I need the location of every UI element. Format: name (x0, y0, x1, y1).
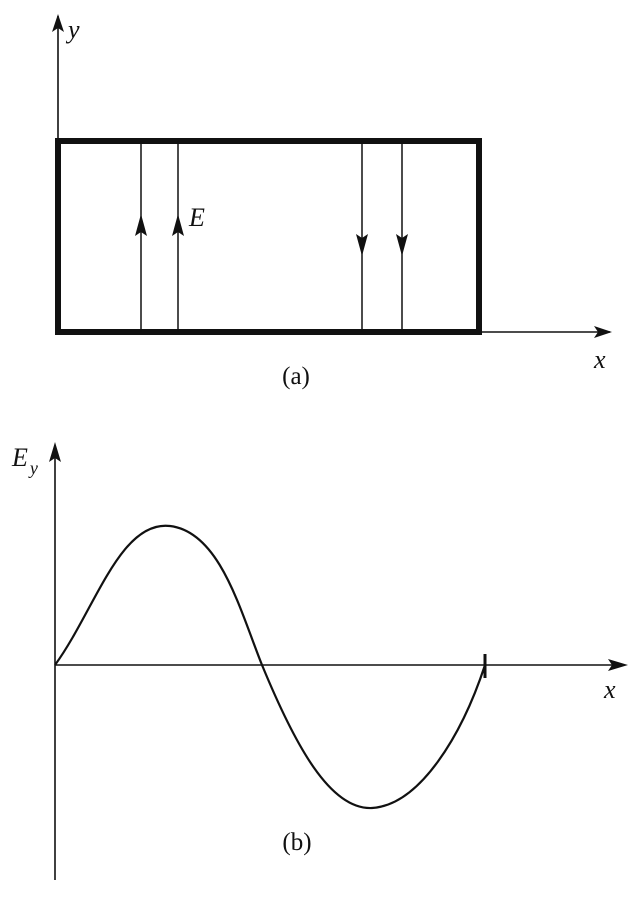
panel-b-x-axis-label: x (603, 675, 616, 704)
panel-b-y-axis-label-sub: y (28, 458, 38, 478)
panel-a-y-axis-label: y (65, 15, 80, 44)
panel-b-caption: (b) (282, 829, 311, 856)
field-arrow-up-1 (135, 214, 147, 236)
panel-a: y x E (a) (52, 14, 612, 390)
panel-b-y-axis-arrowhead (49, 442, 61, 462)
ey-sine-curve (54, 524, 487, 810)
panel-b-x-axis-arrowhead (608, 659, 628, 671)
panel-a-caption: (a) (282, 363, 310, 390)
waveguide-rectangle (55, 138, 482, 335)
field-arrow-up-2 (172, 214, 184, 236)
field-arrow-down-2 (396, 234, 408, 256)
field-arrow-down-1 (356, 234, 368, 256)
field-label-e: E (188, 203, 205, 232)
panel-a-x-axis-arrowhead (594, 326, 612, 338)
panel-b-y-axis-label-main: E (11, 443, 28, 472)
panel-a-y-axis-arrowhead (52, 14, 64, 32)
panel-a-x-axis-label: x (593, 345, 606, 374)
